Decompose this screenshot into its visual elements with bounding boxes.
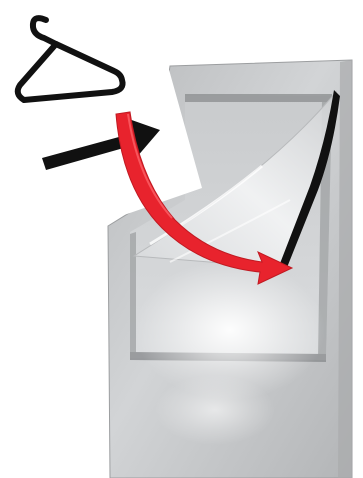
white-cutout — [0, 0, 202, 224]
